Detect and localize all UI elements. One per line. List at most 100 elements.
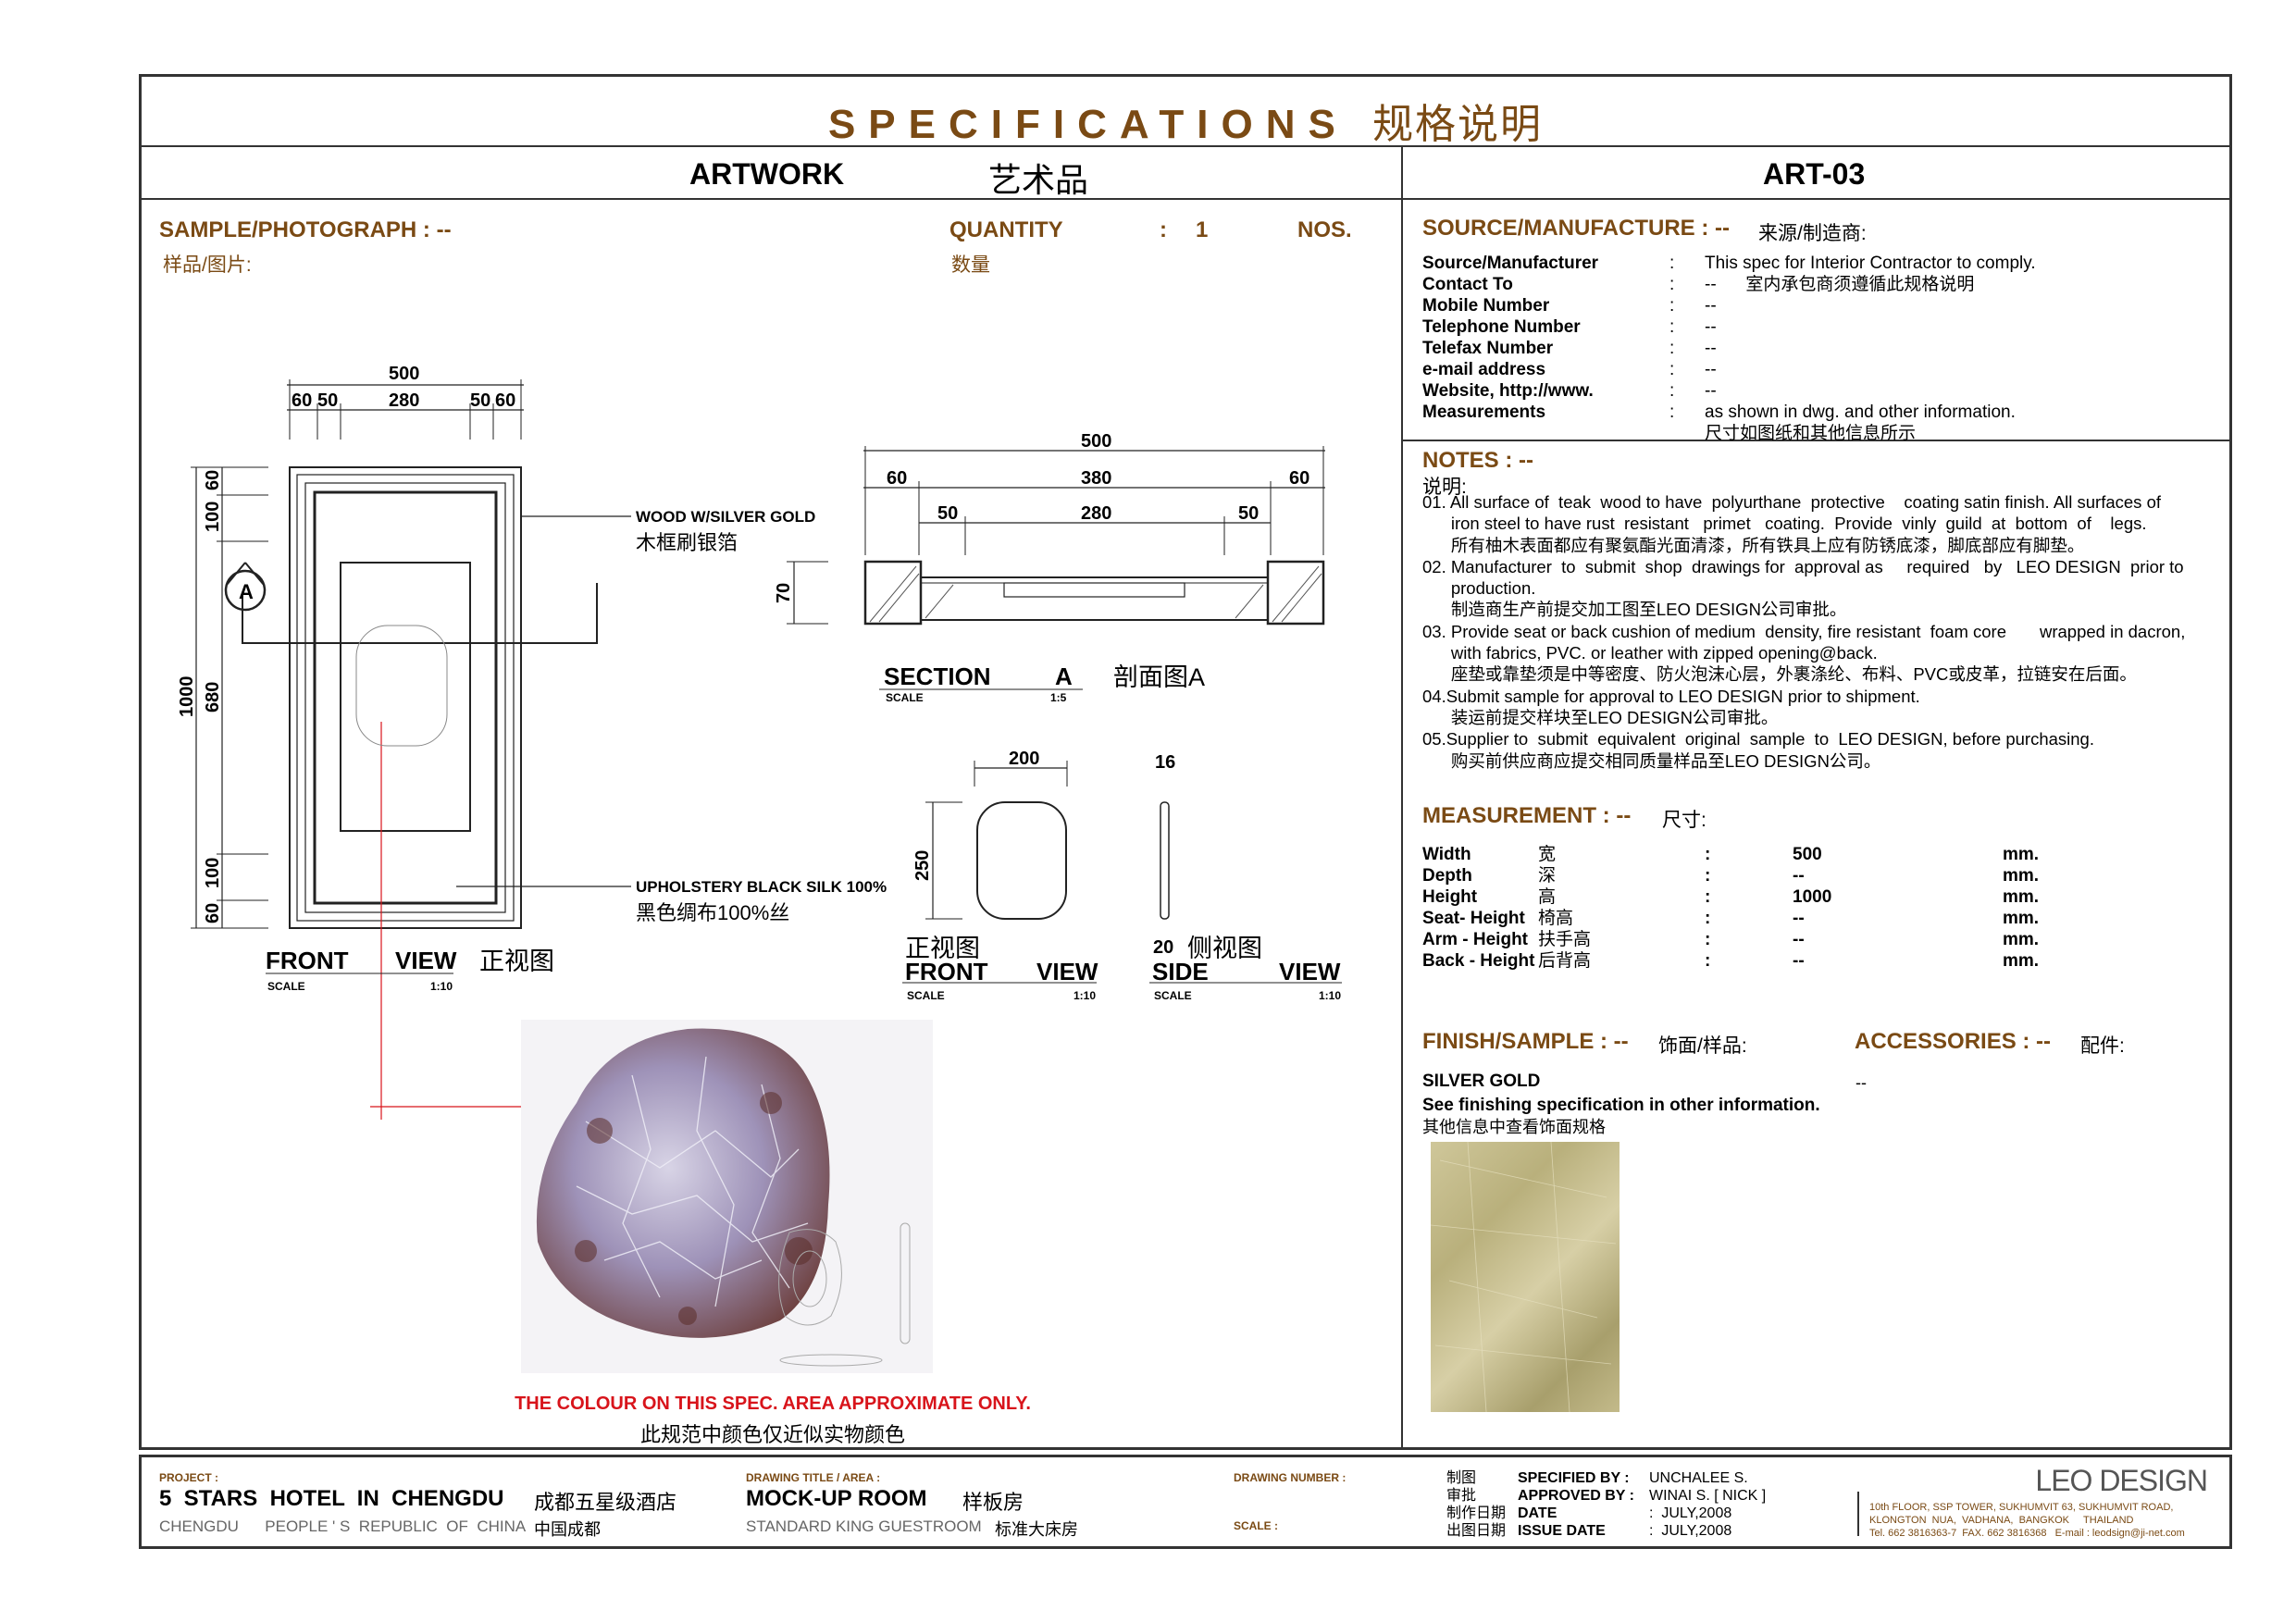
scale-value: 1:10: [1074, 989, 1096, 1002]
accessories-label: ACCESSORIES : --: [1855, 1029, 2052, 1054]
source-row: e-mail address:--: [1422, 360, 1717, 379]
dim-text: 60: [203, 903, 223, 923]
scale-field-label: SCALE :: [1234, 1519, 1278, 1532]
finish-see-cn: 其他信息中查看饰面规格: [1422, 1118, 1606, 1136]
notes-label: NOTES : --: [1422, 448, 1533, 473]
accessories-value: --: [1855, 1073, 1867, 1092]
dim-text: 70: [774, 583, 794, 603]
note-line: with fabrics, PVC. or leather with zippe…: [1422, 643, 1878, 663]
project-location-cn: 中国成都: [534, 1520, 601, 1539]
dim-text: 280: [1081, 503, 1111, 524]
note-line: 03. Provide seat or back cushion of medi…: [1422, 621, 2186, 641]
notes-list: 01. All surface of teak wood to have pol…: [1422, 491, 2218, 772]
title-block: [139, 1455, 2232, 1549]
colour-disclaimer: THE COLOUR ON THIS SPEC. AREA APPROXIMAT…: [515, 1394, 1031, 1414]
quantity-value: 1: [1196, 217, 1209, 242]
quantity-unit: NOS.: [1297, 217, 1352, 242]
dim-text: 680: [203, 682, 223, 712]
section-label-cn: 剖面图A: [1113, 663, 1205, 691]
view-label-cn: 正视图: [479, 948, 554, 975]
dim-text: 1000: [177, 676, 197, 718]
finish-label-cn: 饰面/样品:: [1658, 1035, 1747, 1057]
dim-text: 60: [495, 390, 515, 411]
quantity-colon: :: [1160, 217, 1167, 242]
source-row: Measurements:as shown in dwg. and other …: [1422, 403, 2016, 422]
page-title: SPECIFICATIONS 规格说明: [827, 102, 1544, 147]
scale-value: 1:10: [430, 980, 453, 993]
view-label: VIEW: [1036, 958, 1098, 985]
source-table: Source/Manufacturer:This spec for Interi…: [1422, 253, 2218, 444]
source-row: Source/Manufacturer:This spec for Interi…: [1422, 254, 2036, 273]
note-line: 制造商生产前提交加工图至LEO DESIGN公司审批。: [1422, 600, 1847, 620]
source-row: Telefax Number:--: [1422, 339, 1717, 358]
dim-text: 250: [912, 850, 933, 881]
technical-drawing: 500 60 50 280 50 60 60 100 680 100 60 10…: [177, 364, 1342, 1120]
note-line: 01. All surface of teak wood to have pol…: [1422, 492, 2162, 512]
note-line: 所有柚木表面都应有聚氨酯光面清漆，所有铁具上应有防锈底漆，脚底部应有脚垫。: [1422, 535, 2085, 555]
scale-value: 1:10: [1319, 989, 1341, 1002]
note-line: 05.Supplier to submit equivalent origina…: [1422, 729, 2094, 750]
scale-value: 1:5: [1050, 691, 1067, 704]
sheet-frame: [139, 74, 2232, 1450]
accessories-label-cn: 配件:: [2080, 1035, 2125, 1057]
dim-text: 200: [1009, 749, 1039, 769]
source-row: Mobile Number:--: [1422, 296, 1717, 316]
source-row: Website, http://www.:--: [1422, 381, 1717, 401]
dim-text: 50: [937, 503, 958, 524]
drawing-subtitle-cn: 标准大床房: [995, 1520, 1078, 1539]
dim-text: 100: [203, 858, 223, 888]
finish-label: FINISH/SAMPLE : --: [1422, 1029, 1629, 1054]
scale-label: SCALE: [886, 691, 924, 704]
drawing-title-label: DRAWING TITLE / AREA :: [746, 1471, 881, 1484]
artwork-photo: [521, 1020, 933, 1373]
finish-see: See finishing specification in other inf…: [1422, 1096, 1820, 1115]
dim-text: 50: [317, 390, 338, 411]
item-name: ARTWORK: [689, 157, 845, 191]
sample-label: SAMPLE/PHOTOGRAPH : --: [159, 217, 452, 242]
brand-logo: LEO DESIGN: [2035, 1464, 2208, 1497]
note-line: 02. Manufacturer to submit shop drawings…: [1422, 556, 2184, 576]
callout-wood: WOOD W/SILVER GOLD: [636, 508, 815, 526]
drawing-subtitle: STANDARD KING GUESTROOM: [746, 1518, 982, 1535]
view-label: FRONT: [266, 947, 349, 974]
measure-cn: 尺寸如图纸和其他信息所示: [1705, 424, 1917, 443]
measurement-label: MEASUREMENT : --: [1422, 803, 1632, 828]
sample-label-cn: 样品/图片:: [163, 254, 252, 276]
dim-text: 60: [887, 468, 907, 489]
source-label-cn: 来源/制造商:: [1758, 223, 1867, 244]
scale-label: SCALE: [267, 980, 305, 993]
item-code: ART-03: [1763, 157, 1866, 191]
callout-upholstery-cn: 黑色绸布100%丝: [636, 901, 789, 924]
notes-label-cn: 说明:: [1422, 477, 1467, 498]
note-line: production.: [1422, 578, 1536, 599]
scale-label: SCALE: [1154, 989, 1192, 1002]
divider: [139, 198, 2232, 200]
project-name-cn: 成都五星级酒店: [534, 1491, 677, 1514]
company-address: 10th FLOOR, SSP TOWER, SUKHUMVIT 63, SUK…: [1869, 1502, 2185, 1539]
drawing-title: MOCK-UP ROOM: [746, 1486, 927, 1511]
finish-value: SILVER GOLD: [1422, 1072, 1541, 1091]
colour-disclaimer-cn: 此规范中颜色仅近似实物颜色: [639, 1423, 905, 1446]
section-marker: A: [239, 580, 254, 603]
view-label: FRONT: [905, 958, 988, 985]
source-row: Telephone Number:--: [1422, 317, 1717, 337]
divider: [139, 145, 2232, 147]
note-line: 购买前供应商应提交相同质量样品至LEO DESIGN公司。: [1422, 750, 1881, 771]
project-name: 5 STARS HOTEL IN CHENGDU: [159, 1486, 504, 1511]
callout-wood-cn: 木框刷银箔: [636, 531, 738, 554]
dim-text: 60: [292, 390, 312, 411]
divider: [1401, 440, 2232, 441]
dim-text: 380: [1081, 468, 1111, 489]
quantity-label: QUANTITY: [949, 217, 1063, 242]
dim-text: 16: [1155, 752, 1175, 773]
source-row: Contact To:-- 室内承包商须遵循此规格说明: [1422, 275, 1975, 294]
section-label: SECTION: [884, 663, 991, 690]
